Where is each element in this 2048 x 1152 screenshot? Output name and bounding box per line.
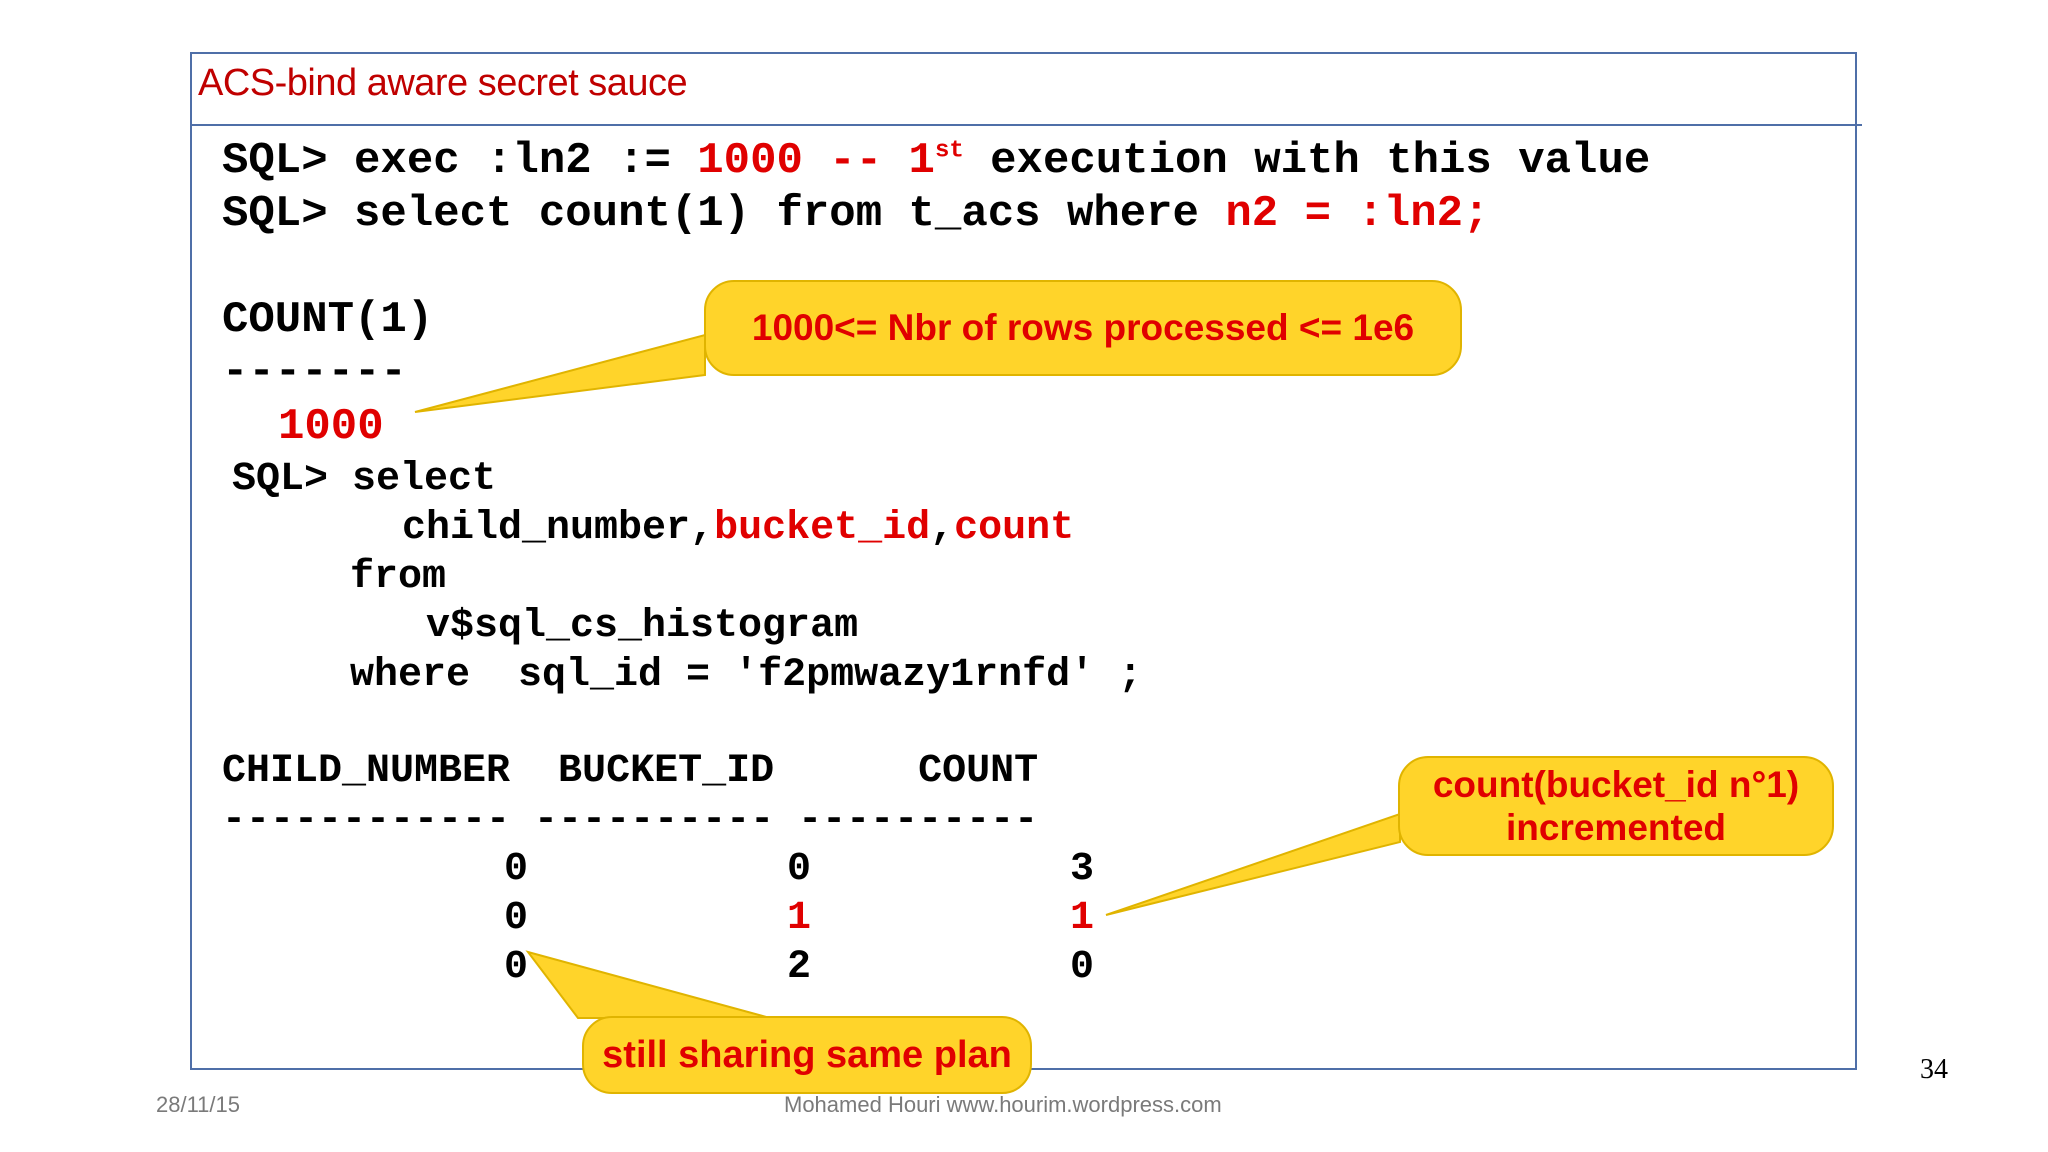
result-count-value: 1000: [278, 402, 384, 452]
query-where: where sql_id = 'f2pmwazy1rnfd' ;: [350, 653, 1143, 698]
cell-child: 0: [504, 847, 529, 892]
result-count-dashes: -------: [222, 347, 407, 397]
callout-text: 1000<= Nbr of rows processed <= 1e6: [751, 307, 1415, 348]
slide-title: ACS-bind aware secret sauce: [198, 62, 688, 104]
callout-text: still sharing same plan: [602, 1033, 1012, 1076]
callout-text-line2: incremented: [1505, 807, 1726, 848]
code-line-select-count: SQL> select count(1) from t_acs where n2…: [222, 187, 1489, 241]
code-text: SQL> select count(1) from t_acs where: [222, 189, 1226, 239]
code-text: SQL> exec :ln2 :=: [222, 136, 698, 186]
table-dashes: ------------ ---------- ----------: [222, 798, 1039, 843]
code-highlight: bucket_id: [714, 506, 931, 551]
query-from: from: [350, 555, 447, 600]
cell-child: 0: [504, 896, 529, 941]
cell-count: 1: [1070, 896, 1095, 941]
code-text: child_number,: [402, 506, 715, 551]
callout-tail-count: [1105, 812, 1401, 916]
code-highlight: 1000: [697, 136, 803, 186]
callout-count-incremented: count(bucket_id n°1) incremented: [1398, 756, 1834, 856]
cell-count: 3: [1070, 847, 1095, 892]
code-comment-rest: execution with this value: [963, 136, 1651, 186]
title-divider: [190, 124, 1862, 126]
page-number: 34: [1920, 1054, 1948, 1085]
code-line-exec: SQL> exec :ln2 := 1000 -- 1st execution …: [222, 134, 1650, 188]
query-columns: child_number,bucket_id,count: [402, 504, 1074, 553]
query-select: SQL> select: [232, 457, 497, 502]
callout-tail-rows: [414, 333, 706, 413]
code-text: ,: [930, 506, 955, 551]
cell-bucket: 1: [787, 896, 812, 941]
table-header: CHILD_NUMBER BUCKET_ID COUNT: [222, 749, 1039, 794]
callout-rows-processed: 1000<= Nbr of rows processed <= 1e6: [704, 280, 1462, 376]
code-comment: -- 1: [802, 136, 935, 186]
ordinal-superscript: st: [934, 137, 964, 165]
callout-tail-plan: [525, 950, 771, 1019]
query-view: v$sql_cs_histogram: [426, 604, 859, 649]
cell-child: 0: [504, 945, 529, 990]
cell-bucket: 0: [787, 847, 812, 892]
cell-bucket: 2: [787, 945, 812, 990]
code-highlight: n2 = :ln2;: [1225, 189, 1490, 239]
footer-author: Mohamed Houri www.hourim.wordpress.com: [784, 1092, 1222, 1117]
footer-date: 28/11/15: [156, 1092, 241, 1117]
code-highlight: count: [954, 506, 1075, 551]
callout-sharing-plan: still sharing same plan: [582, 1016, 1032, 1094]
callout-text-line1: count(bucket_id n°1): [1432, 764, 1800, 805]
result-count-header: COUNT(1): [222, 295, 434, 345]
cell-count: 0: [1070, 945, 1095, 990]
